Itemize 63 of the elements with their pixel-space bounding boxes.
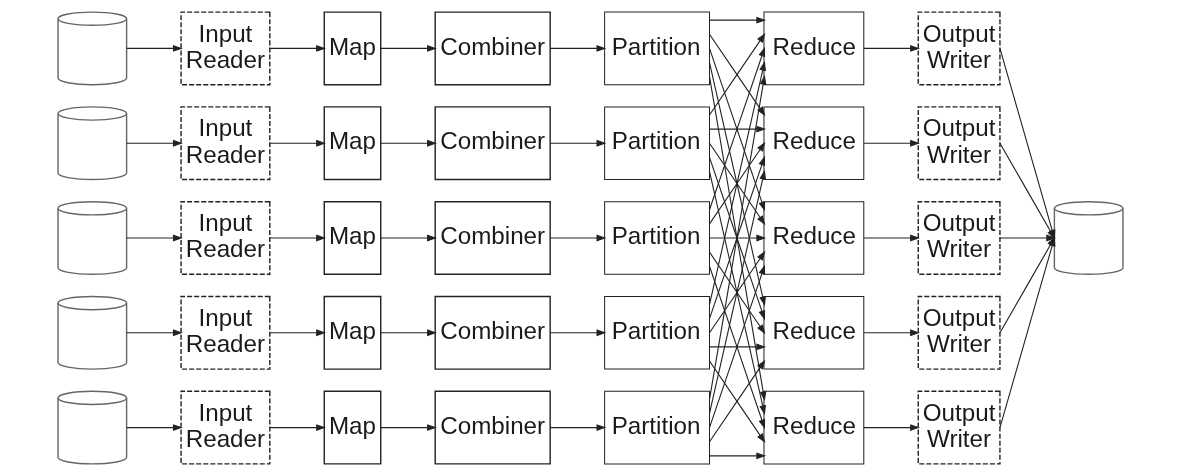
arrow — [549, 424, 607, 431]
node-box: Partition — [604, 296, 710, 370]
node-box: Reduce — [763, 201, 865, 275]
node-box: Input Reader — [180, 106, 271, 181]
node-box: Map — [323, 295, 382, 370]
arrow — [126, 234, 183, 242]
node-box: Partition — [604, 11, 710, 86]
node-box: Combiner — [434, 11, 551, 86]
arrow — [380, 44, 437, 52]
arrow — [863, 424, 920, 431]
node-box: Partition — [604, 390, 710, 465]
node-box: Reduce — [763, 296, 865, 370]
arrow — [126, 329, 183, 337]
arrow — [126, 424, 183, 431]
node-box: Input Reader — [180, 11, 271, 86]
node-box: Combiner — [434, 390, 551, 465]
node-box: Map — [323, 11, 382, 86]
arrow — [708, 452, 767, 460]
arrow — [863, 234, 920, 242]
arrow — [380, 424, 437, 431]
arrow — [999, 234, 1057, 242]
arrow — [269, 424, 326, 431]
arrow — [380, 139, 437, 147]
arrow — [549, 44, 607, 52]
node-box: Output Writer — [917, 390, 1001, 465]
arrow — [126, 44, 183, 52]
arrow — [269, 44, 326, 52]
node-box: Output Writer — [917, 106, 1001, 181]
node-box: Input Reader — [180, 295, 271, 370]
node-box: Map — [323, 390, 382, 465]
arrow — [999, 236, 1056, 334]
node-box: Map — [323, 201, 382, 275]
node-box: Combiner — [434, 201, 551, 275]
arrow — [549, 234, 607, 242]
arrow — [126, 139, 183, 147]
arrow — [549, 139, 607, 147]
arrow — [269, 329, 326, 337]
node-box: Partition — [604, 201, 710, 275]
node-box: Output Writer — [917, 11, 1001, 86]
arrow — [863, 44, 920, 52]
arrow — [863, 139, 920, 147]
arrow — [380, 234, 437, 242]
node-box: Output Writer — [917, 201, 1001, 275]
node-box: Reduce — [763, 106, 865, 180]
node-box: Reduce — [763, 11, 865, 86]
arrow — [380, 329, 437, 337]
arrow — [269, 139, 326, 147]
node-box: Input Reader — [180, 390, 271, 465]
arrow — [863, 329, 920, 337]
arrow — [999, 236, 1056, 429]
node-box: Map — [323, 106, 382, 181]
arrow — [708, 125, 767, 133]
node-box: Partition — [604, 106, 710, 180]
node-box: Combiner — [434, 106, 551, 181]
arrow — [708, 234, 767, 242]
node-box: Output Writer — [917, 295, 1001, 370]
arrow — [708, 343, 767, 351]
arrow — [269, 234, 326, 242]
node-box: Input Reader — [180, 201, 271, 275]
arrow — [708, 16, 767, 24]
node-box: Reduce — [763, 390, 865, 465]
arrow — [549, 329, 607, 337]
node-box: Combiner — [434, 295, 551, 370]
